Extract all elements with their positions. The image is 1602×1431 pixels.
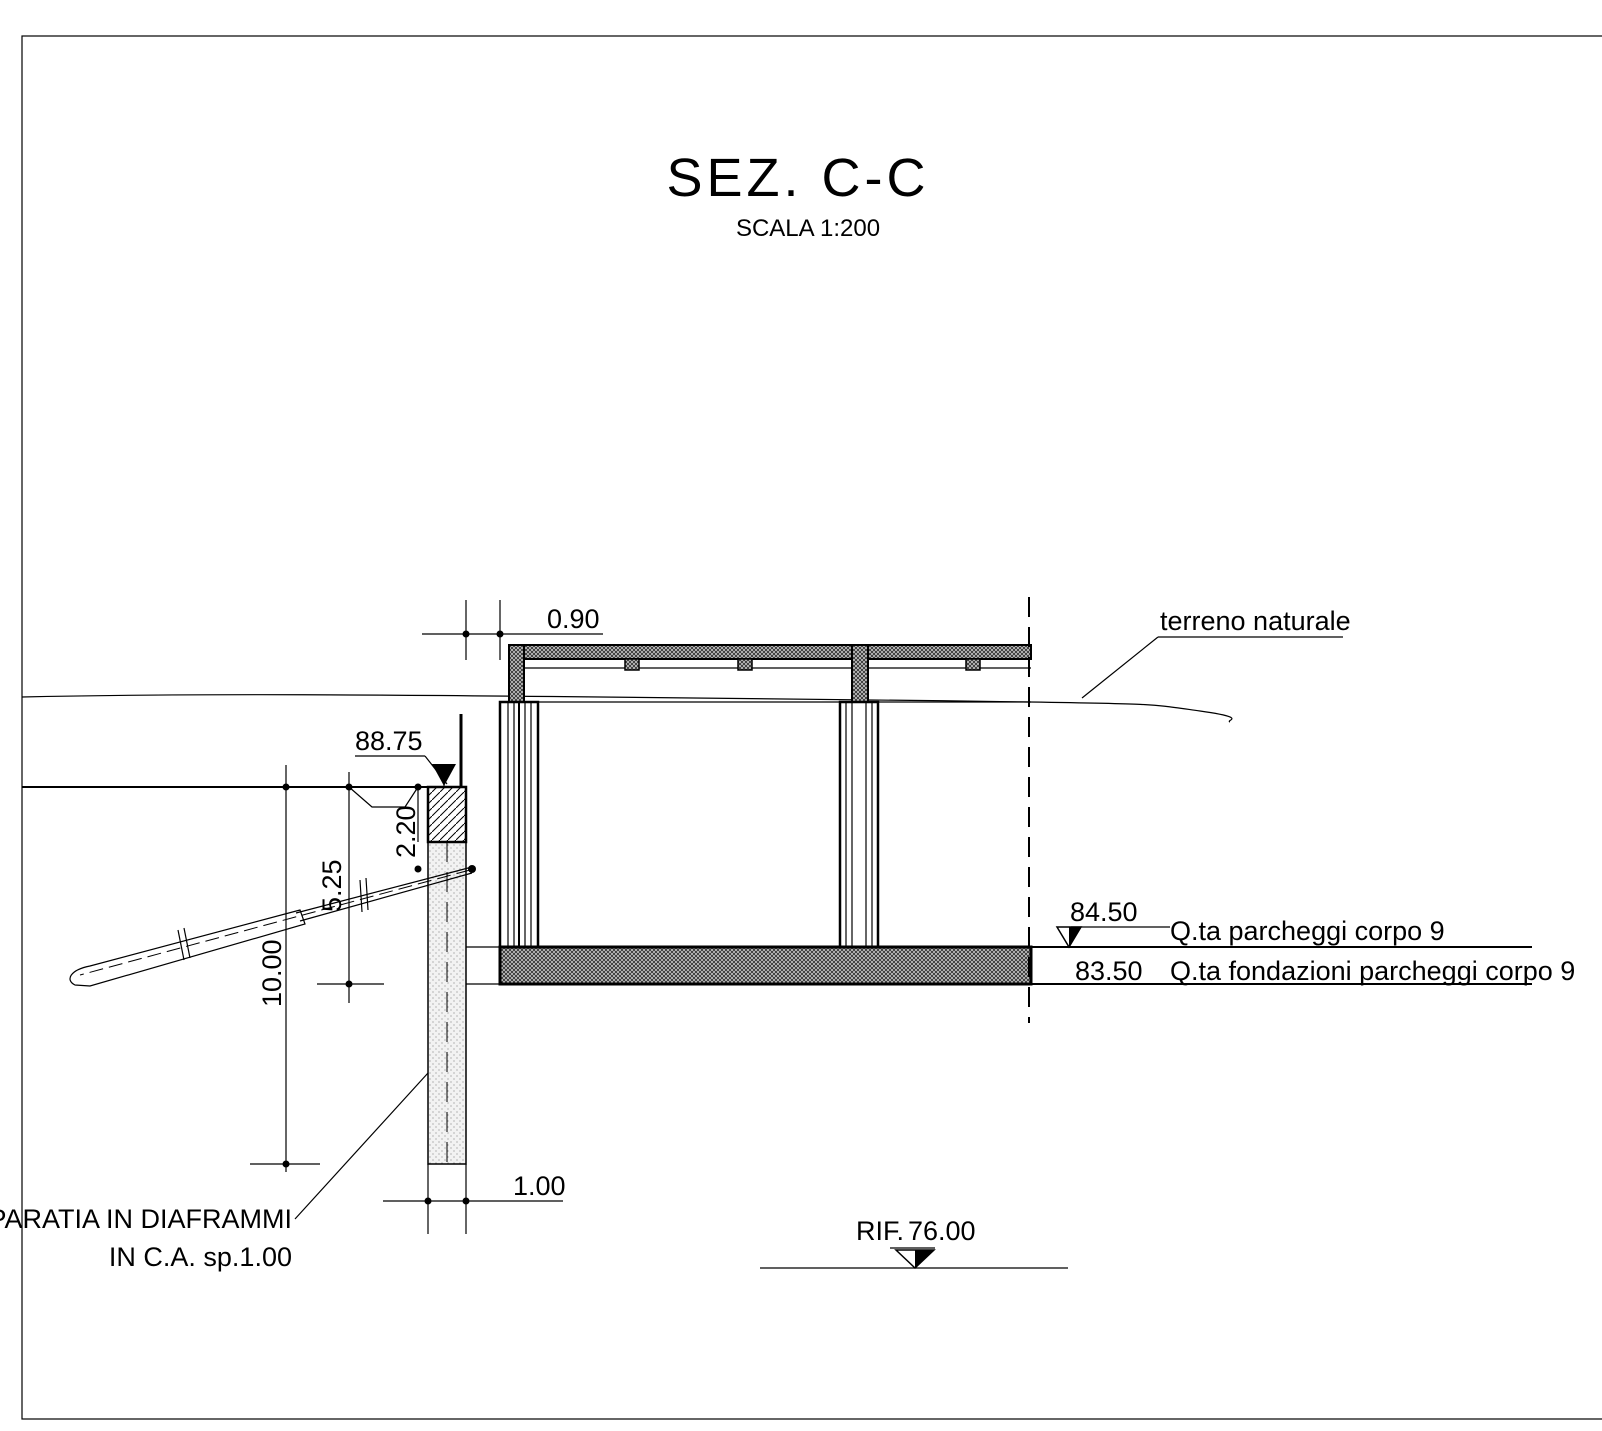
roof-rib <box>624 658 640 671</box>
dim-tick <box>282 783 290 791</box>
dim-220-leader <box>348 786 419 808</box>
capping-beam <box>426 785 468 844</box>
paratia-leader <box>294 1072 429 1220</box>
anchor-break <box>177 929 185 961</box>
anchor-lower <box>299 872 473 922</box>
terreno-label: terreno naturale <box>1160 606 1351 636</box>
dim-tick <box>462 630 470 638</box>
roof-rib <box>851 644 869 703</box>
level-8450-label: 84.50 <box>1070 897 1138 927</box>
parcheggi-label: Q.ta parcheggi corpo 9 <box>1170 916 1445 946</box>
roof-rib <box>965 658 981 671</box>
section-scale: SCALA 1:200 <box>736 215 880 242</box>
roof-rib <box>737 658 753 671</box>
rif-marker-fill <box>915 1250 934 1268</box>
dim-tick <box>462 1197 470 1205</box>
anchor-axis <box>79 869 471 976</box>
level-8875-label: 88.75 <box>355 726 423 756</box>
anchor-break <box>365 877 369 911</box>
dim-525-label: 5.25 <box>317 859 347 912</box>
anchor-break <box>183 927 191 959</box>
anchor-upper <box>295 866 473 914</box>
anchor-head <box>468 865 476 873</box>
dim-1000-label: 10.00 <box>257 939 287 1007</box>
foundation-slab <box>498 945 1033 986</box>
dim-090-label: 0.90 <box>547 604 600 634</box>
drawing-frame <box>21 35 1602 1420</box>
dim-100-label: 1.00 <box>513 1171 566 1201</box>
anchor-bulb <box>69 909 306 987</box>
dim-tick <box>345 783 353 791</box>
paratia-label-line1: PARATIA IN DIAFRAMMI <box>0 1204 292 1234</box>
roof-left-edge <box>508 644 525 703</box>
roof-slab <box>508 644 1032 660</box>
fondazioni-label: Q.ta fondazioni parcheggi corpo 9 <box>1170 956 1575 986</box>
anchor-break <box>359 879 363 913</box>
level-8350-label: 83.50 <box>1075 956 1143 986</box>
level-8450-marker-fill <box>1069 927 1081 947</box>
dim-tick <box>496 630 504 638</box>
paratia-label-line2: IN C.A. sp.1.00 <box>109 1242 292 1272</box>
dim-220-label: 2.20 <box>391 805 421 858</box>
rif-prefix: RIF. <box>856 1216 904 1246</box>
rif-value: 76.00 <box>908 1216 976 1246</box>
section-title: SEZ. C-C <box>666 148 929 208</box>
dim-tick <box>414 865 422 873</box>
natural-ground-line <box>21 694 1233 723</box>
dim-tick <box>424 1197 432 1205</box>
terreno-leader <box>1081 636 1159 699</box>
